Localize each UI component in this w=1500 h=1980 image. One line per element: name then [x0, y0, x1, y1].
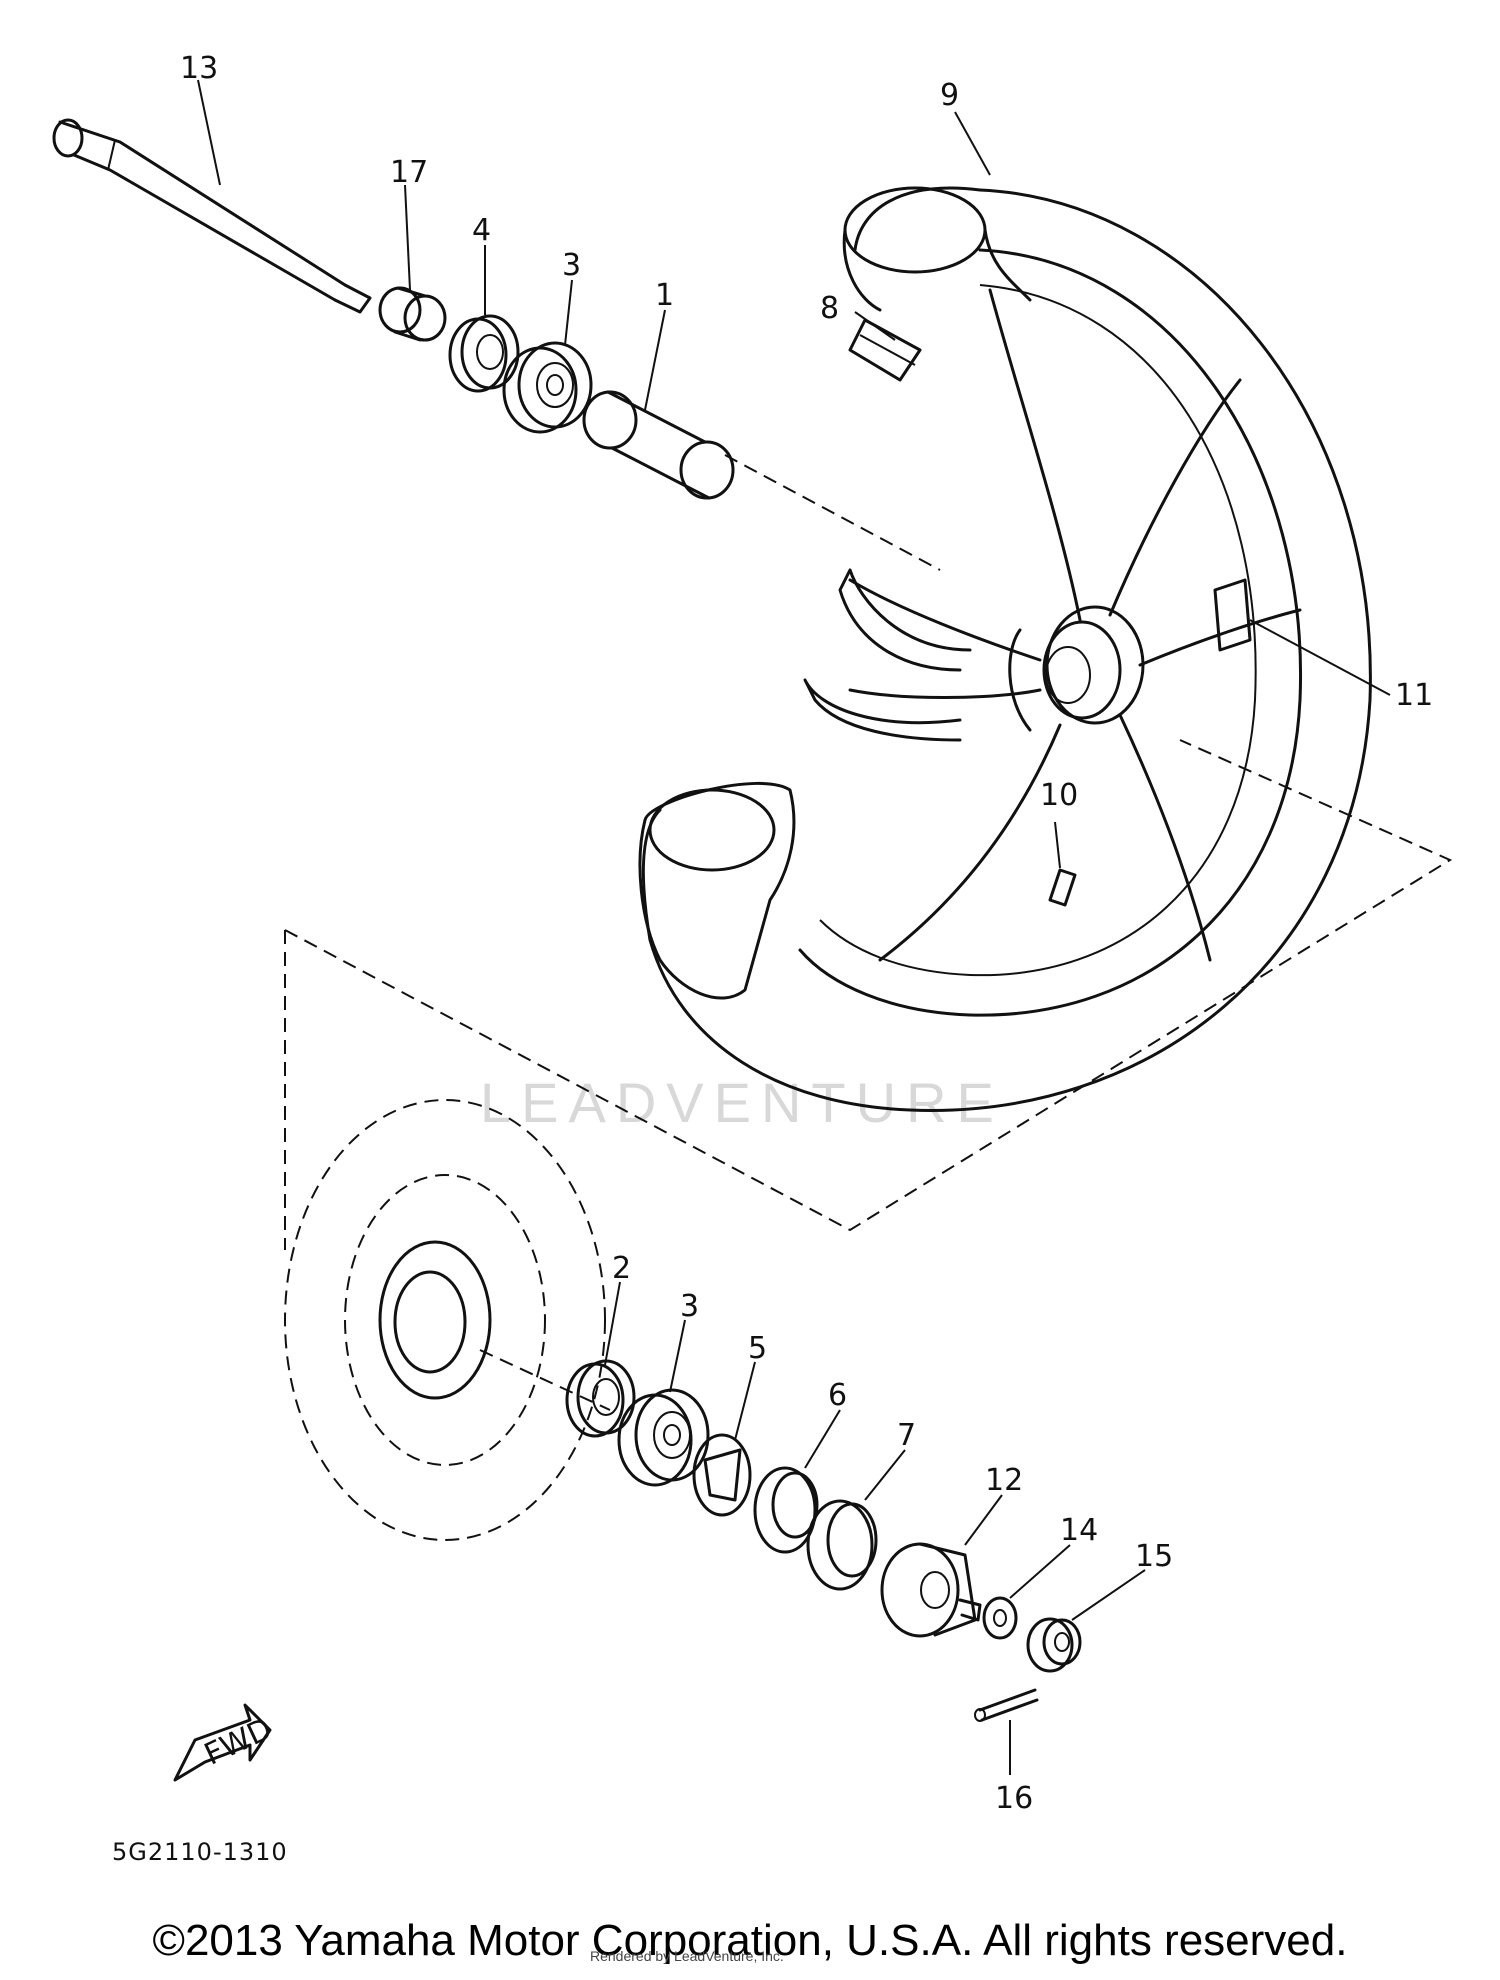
- part-label-3-upper: 3: [562, 248, 581, 283]
- oil-seal-7: [806, 1499, 878, 1591]
- cotter-pin-16: [974, 1688, 1039, 1722]
- part-label-7: 7: [897, 1418, 916, 1453]
- diagram-code: 5G2110-1310: [112, 1838, 288, 1866]
- render-credit: Rendered by LeadVenture, Inc.: [590, 1948, 784, 1964]
- brake-disc: [284, 1099, 606, 1541]
- part-label-11: 11: [1395, 678, 1433, 713]
- part-label-13: 13: [180, 51, 218, 86]
- part-label-3-lower: 3: [680, 1289, 699, 1324]
- front-axle: [52, 118, 372, 314]
- part-label-15: 15: [1135, 1539, 1173, 1574]
- ring-6: [753, 1466, 819, 1554]
- part-label-17: 17: [390, 155, 428, 190]
- part-label-6: 6: [828, 1378, 847, 1413]
- part-label-14: 14: [1060, 1513, 1098, 1548]
- spacer-1: [582, 390, 735, 500]
- part-label-2: 2: [612, 1251, 631, 1286]
- cast-wheel-tire: [638, 186, 1372, 1112]
- part-label-8: 8: [820, 291, 839, 326]
- oil-seal-4: [448, 314, 520, 393]
- nut-15: [1026, 1617, 1082, 1673]
- part-label-16: 16: [995, 1781, 1033, 1816]
- washer-14: [982, 1596, 1018, 1640]
- part-label-9: 9: [940, 78, 959, 113]
- gear-unit-12: [880, 1542, 982, 1638]
- bearing-3-lower: [617, 1388, 710, 1487]
- assembly-lines: [284, 454, 1453, 1411]
- part-label-12: 12: [985, 1463, 1023, 1498]
- part-label-4: 4: [472, 213, 491, 248]
- part-label-5: 5: [748, 1331, 767, 1366]
- part-label-10: 10: [1040, 778, 1078, 813]
- meter-clutch-5: [692, 1433, 752, 1517]
- part-labels: 13 17 4 3 1 9 8 10 11 2 3 5 6 7 12 14 15…: [180, 51, 1433, 1816]
- fwd-label: FWD: [199, 1711, 277, 1772]
- bearing-3-upper: [502, 341, 593, 434]
- fwd-arrow-icon: FWD: [173, 1703, 277, 1782]
- watermark-text: LEADVENTURE: [480, 1071, 1004, 1134]
- leader-lines: [197, 79, 1391, 1775]
- collar-17: [378, 286, 447, 342]
- part-label-1: 1: [655, 278, 674, 313]
- copyright-notice: ©2013 Yamaha Motor Corporation, U.S.A. A…: [152, 1916, 1348, 1965]
